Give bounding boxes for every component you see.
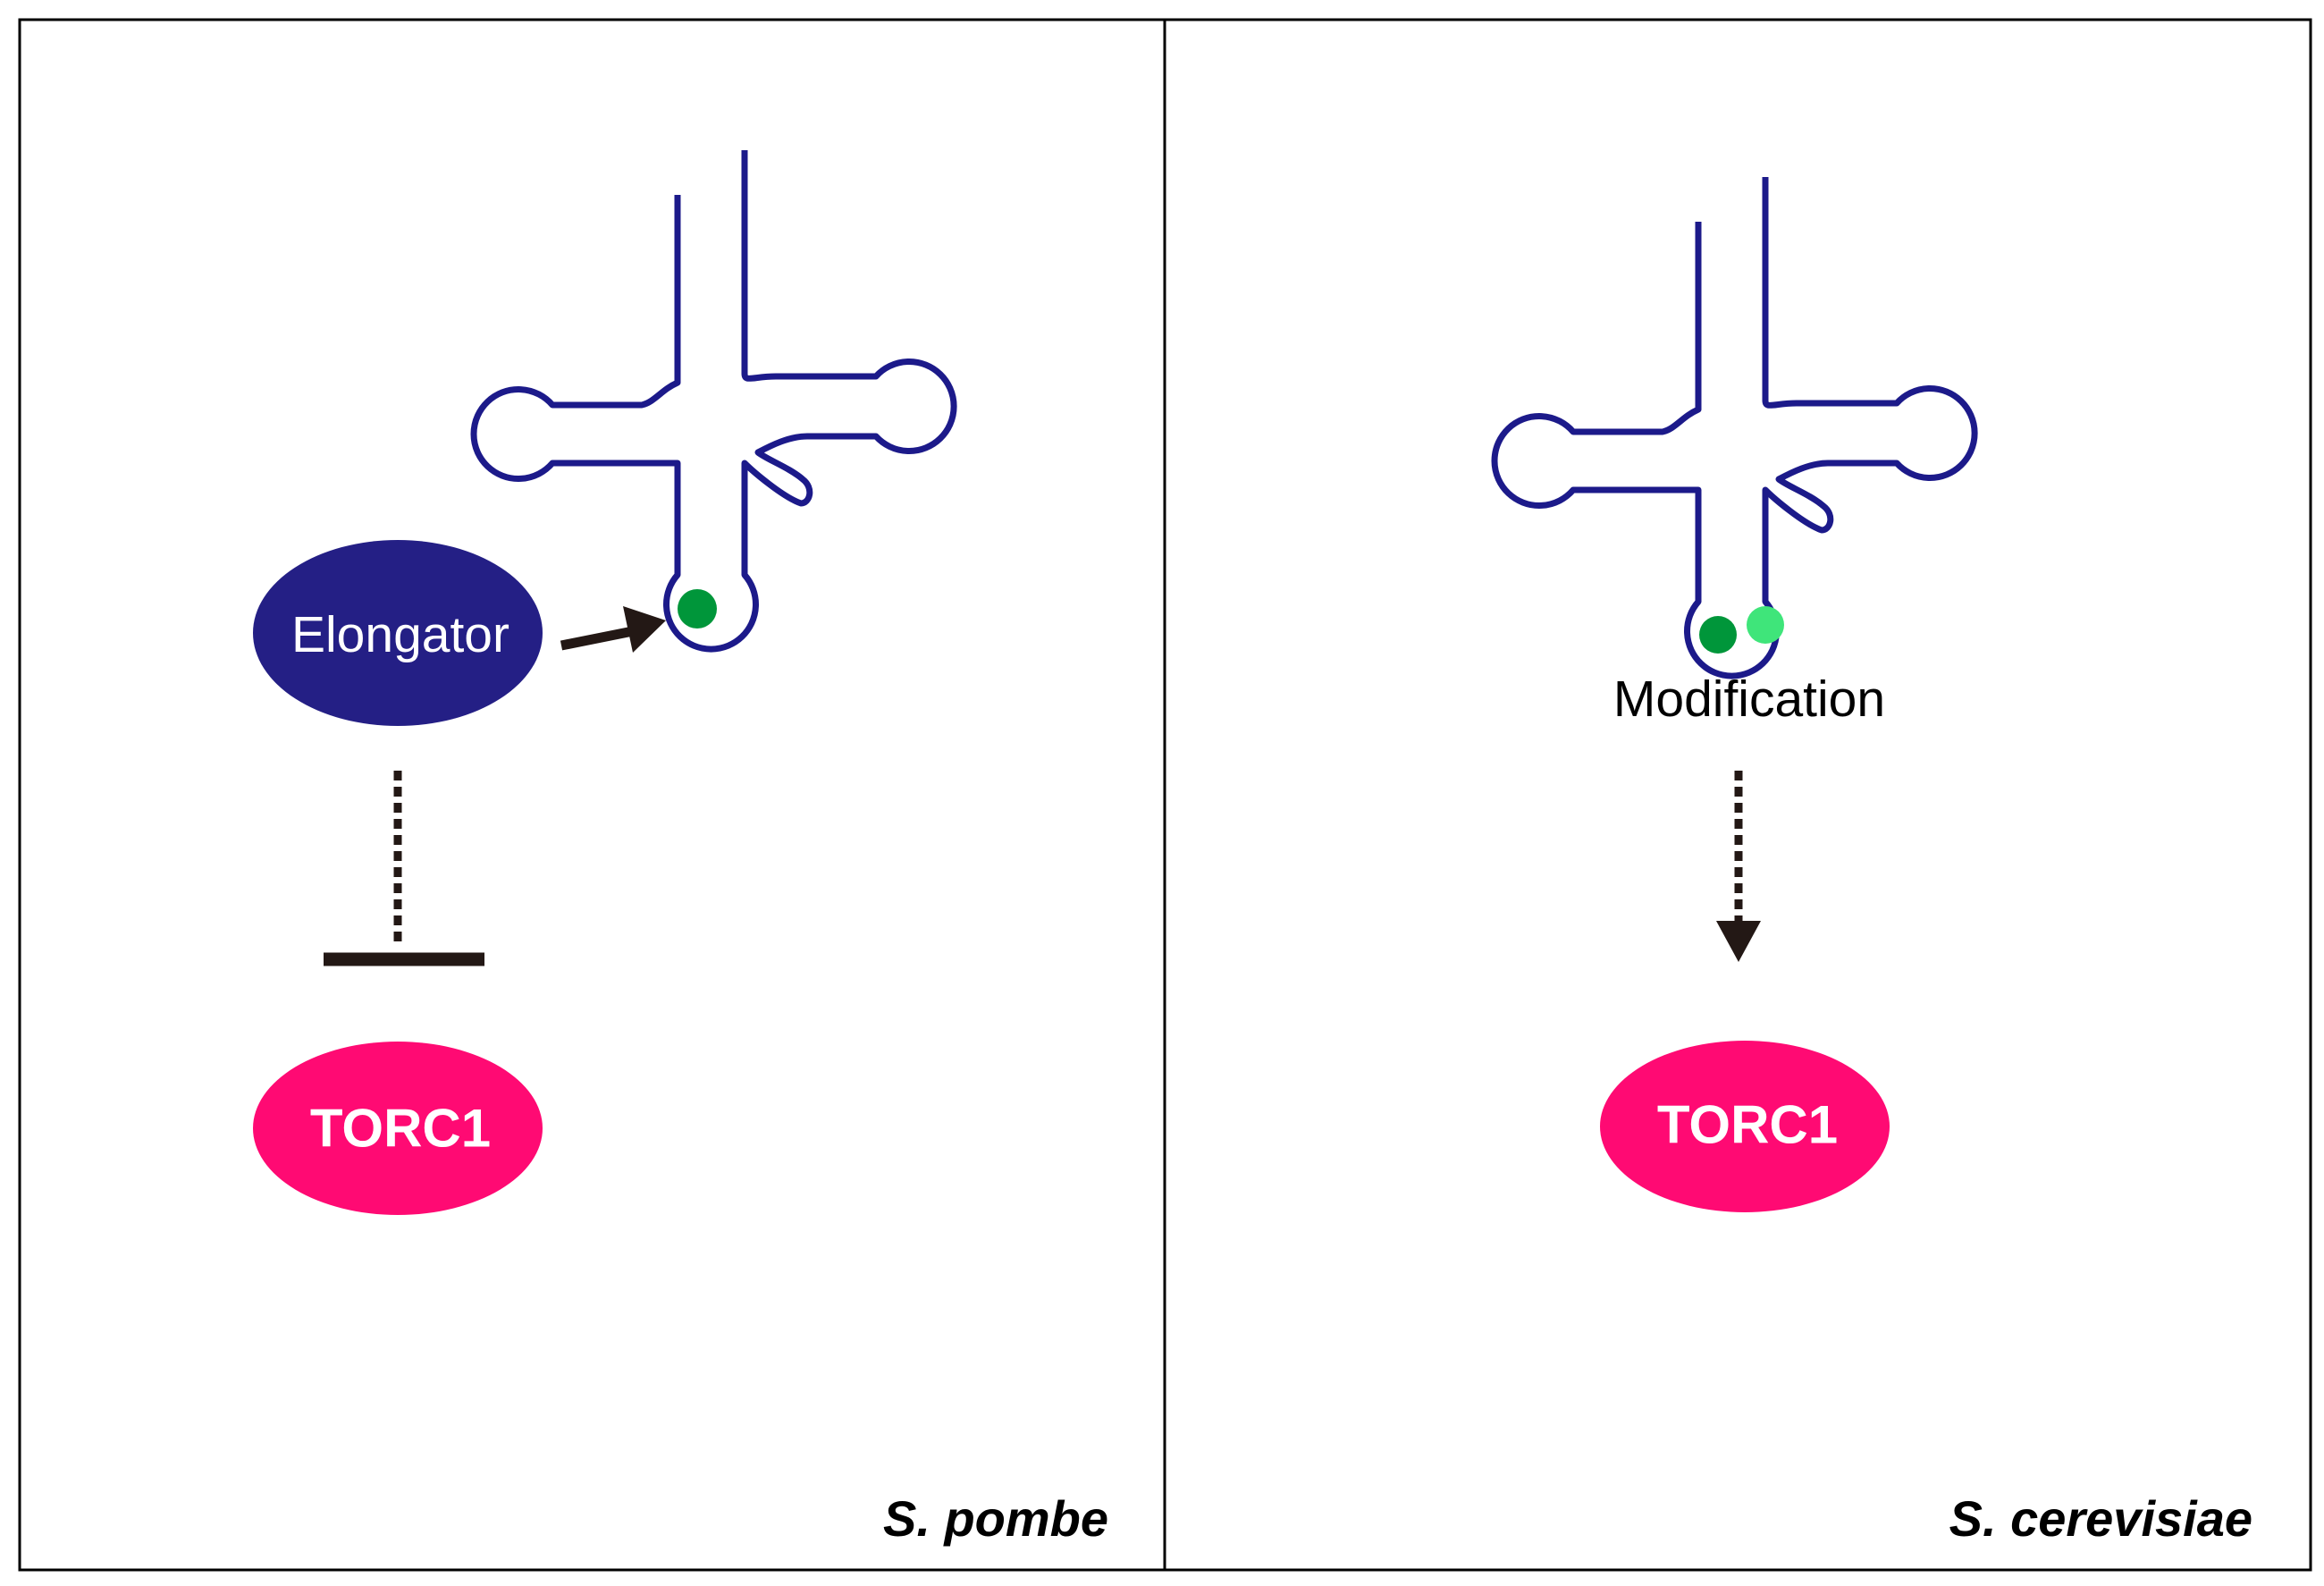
elongator-label: Elongator: [291, 606, 509, 663]
torc1-node-left: [253, 1042, 543, 1215]
modification-label: Modification: [1613, 671, 1885, 728]
torc1-label-left: TORC1: [310, 1099, 491, 1159]
panel-s-pombe: Elongator TORC1 S. pombe: [253, 150, 1108, 1547]
panel-s-cerevisiae: Modification TORC1 S. cerevisiae: [1495, 177, 2252, 1547]
torc1-label-right: TORC1: [1657, 1095, 1838, 1155]
trna-outline-left: [474, 150, 954, 649]
trna-structure-left: [474, 150, 954, 649]
torc1-node-right: [1600, 1041, 1890, 1212]
modification-dot-light: [1747, 606, 1784, 644]
activation-edge: [1716, 771, 1761, 962]
trna-outline-right: [1495, 177, 1975, 676]
modification-dot-dark: [1699, 616, 1737, 654]
species-label-s-pombe: S. pombe: [883, 1490, 1108, 1547]
trna-structure-right: [1495, 177, 1975, 676]
species-label-s-cerevisiae: S. cerevisiae: [1949, 1490, 2252, 1547]
inhibition-edge: [324, 771, 484, 966]
elongator-to-trna-arrow: [560, 606, 666, 653]
anticodon-modification-dot-left: [678, 589, 717, 628]
elongator-node: [253, 540, 543, 726]
